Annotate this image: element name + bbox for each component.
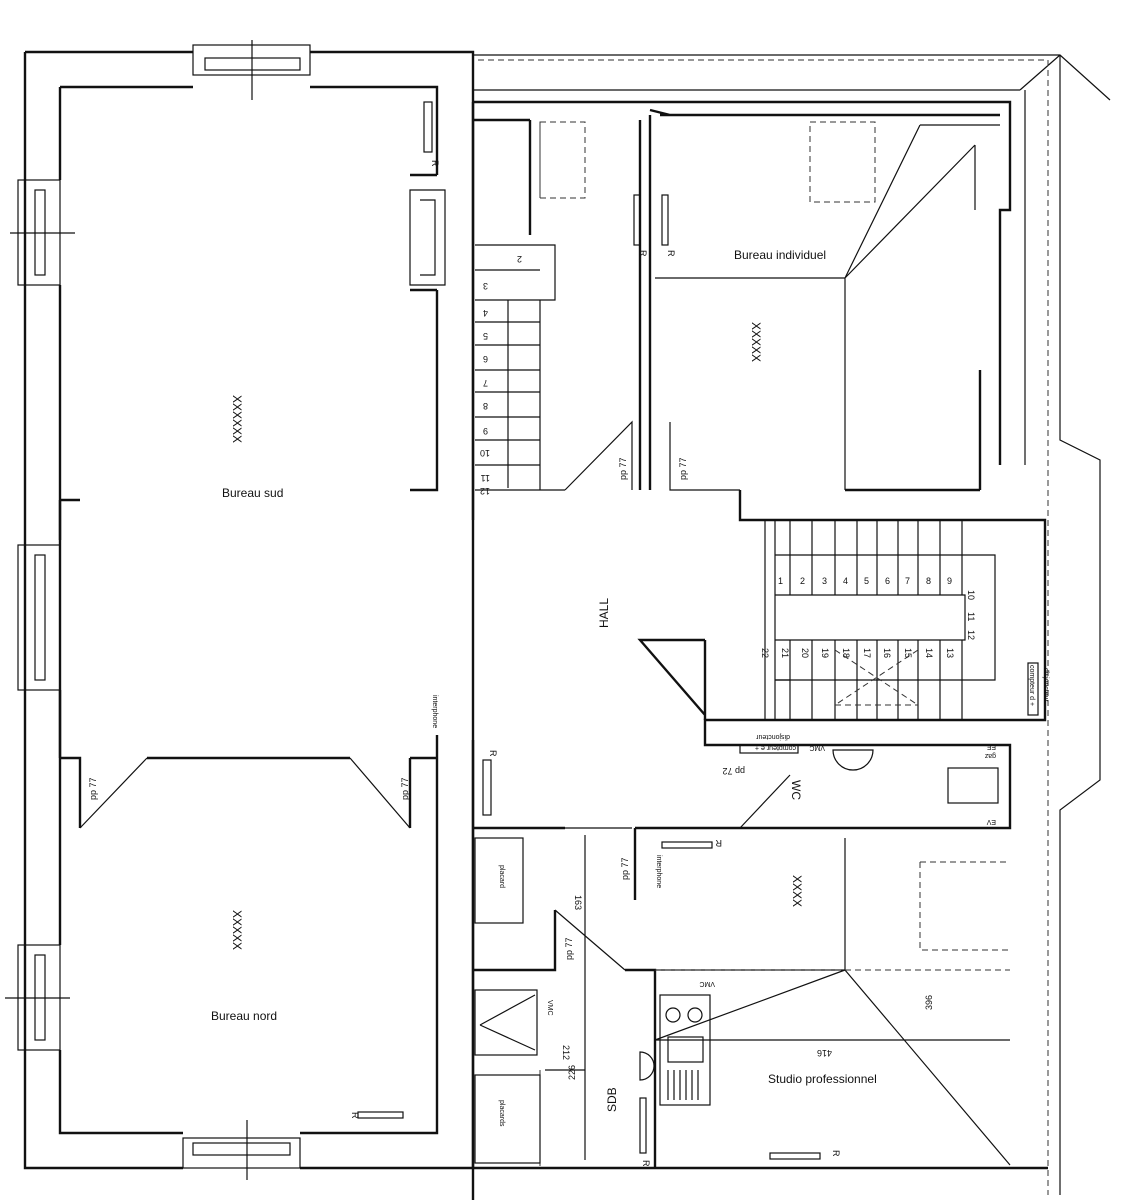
floor-mark: XXXXXX [230,395,244,443]
stair-step: 8 [926,576,931,586]
stair-step: 21 [780,648,790,658]
dimensions: 163 212 226 416 396 [561,895,934,1080]
floor-mark: XXXXX [749,322,763,362]
stair-step: 2 [800,576,805,586]
door-label: pp 77 [620,857,630,880]
disjoncteur-label: disjoncteur [755,733,790,740]
room-studio: Studio professionnel [768,1072,877,1086]
room-bureau-individuel: Bureau individuel [734,248,826,262]
gaz-label: gaz [984,752,996,759]
dimension-416: 416 [817,1048,832,1058]
stair-step: 12 [480,486,490,496]
room-wc: WC [789,780,803,800]
floor-mark: XXXXX [230,910,244,950]
door-label: pp 77 [564,937,574,960]
right-wing-walls [471,54,1111,1200]
radiator-label: R [488,750,498,757]
stairs-center: 1 2 3 4 5 6 7 8 9 10 11 12 22 21 20 19 1… [637,520,996,720]
stair-step: 2 [517,254,522,264]
door-label: pp 72 [722,766,745,776]
room-labels: Bureau sud Bureau nord Bureau individuel… [211,248,877,1112]
stair-step: 15 [903,648,913,658]
stair-step: 16 [882,648,892,658]
room-hall: HALL [597,598,611,628]
radiator-label: R [638,250,648,257]
dimension-212: 212 [561,1045,571,1060]
vmc-box-label: VMC [809,744,825,751]
stair-step: 4 [483,308,488,318]
stair-step: 4 [843,576,848,586]
ef-label: EF [987,743,996,750]
stair-step: 10 [966,590,976,600]
door-label: pp 77 [678,457,688,480]
fixture-labels: interphone interphone placard placards d… [431,662,1049,1127]
room-bureau-nord: Bureau nord [211,1009,277,1023]
door-label: pp 77 [618,457,628,480]
room-bureau-sud: Bureau sud [222,486,283,500]
interphone-label: interphone [431,695,438,728]
stair-step: 5 [483,331,488,341]
door-label: pp 77 [88,777,98,800]
ev-label: EV [986,818,996,825]
stair-step: 3 [822,576,827,586]
stair-step: 3 [483,281,488,291]
door-label: pp 77 [400,777,410,800]
stair-step: 12 [966,630,976,640]
stair-step: 8 [483,401,488,411]
radiator-label: R [666,250,676,257]
stair-step: 1 [778,576,783,586]
radiator-label: R [641,1160,651,1167]
stair-step: 5 [864,576,869,586]
stair-step: 13 [945,648,955,658]
radiator-label: R [350,1112,360,1119]
dimension-226: 226 [567,1065,577,1080]
stair-step: 6 [483,354,488,364]
stair-step: 11 [966,612,976,621]
interphone-label: interphone [655,855,662,888]
stair-step: 19 [820,648,830,658]
compteur-gaz-label: compteur d + [1028,665,1035,706]
placards-label: placards [498,1100,505,1127]
compteur-label: compteur e + [755,744,796,751]
floor-mark: XXXX [790,875,804,907]
vmc-label: VMC [699,980,715,987]
stair-step: 7 [905,576,910,586]
radiator-label: R [715,838,722,848]
stair-step: 20 [800,648,810,658]
stair-step: 17 [862,648,872,658]
vmc-label: VMC [546,1000,553,1016]
doors: pp 77 pp 77 pp 77 pp 77 pp 77 pp 77 pp 7… [88,420,791,971]
stairs-left: 2 3 4 5 6 7 8 9 10 11 12 [475,244,565,496]
radiator-label: R [430,160,440,167]
placard-label: placard [498,865,505,888]
dimension-163: 163 [573,895,583,910]
radiators: R R R R R R R R [350,101,841,1167]
left-wing-walls [5,40,475,1180]
room-sdb: SDB [605,1087,619,1112]
disjoncteur-right-label: disjoncteur [1042,668,1049,703]
stair-step: 6 [885,576,890,586]
stair-step: 7 [483,378,488,388]
stair-step: 14 [924,648,934,658]
stair-step: 18 [841,648,851,658]
stair-step: 9 [483,426,488,436]
stair-step: 11 [481,473,490,483]
stair-step: 10 [480,448,490,458]
radiator-label: R [831,1150,841,1157]
stair-step: 9 [947,576,952,586]
stair-step: 22 [760,648,770,658]
dimension-396: 396 [924,995,934,1010]
